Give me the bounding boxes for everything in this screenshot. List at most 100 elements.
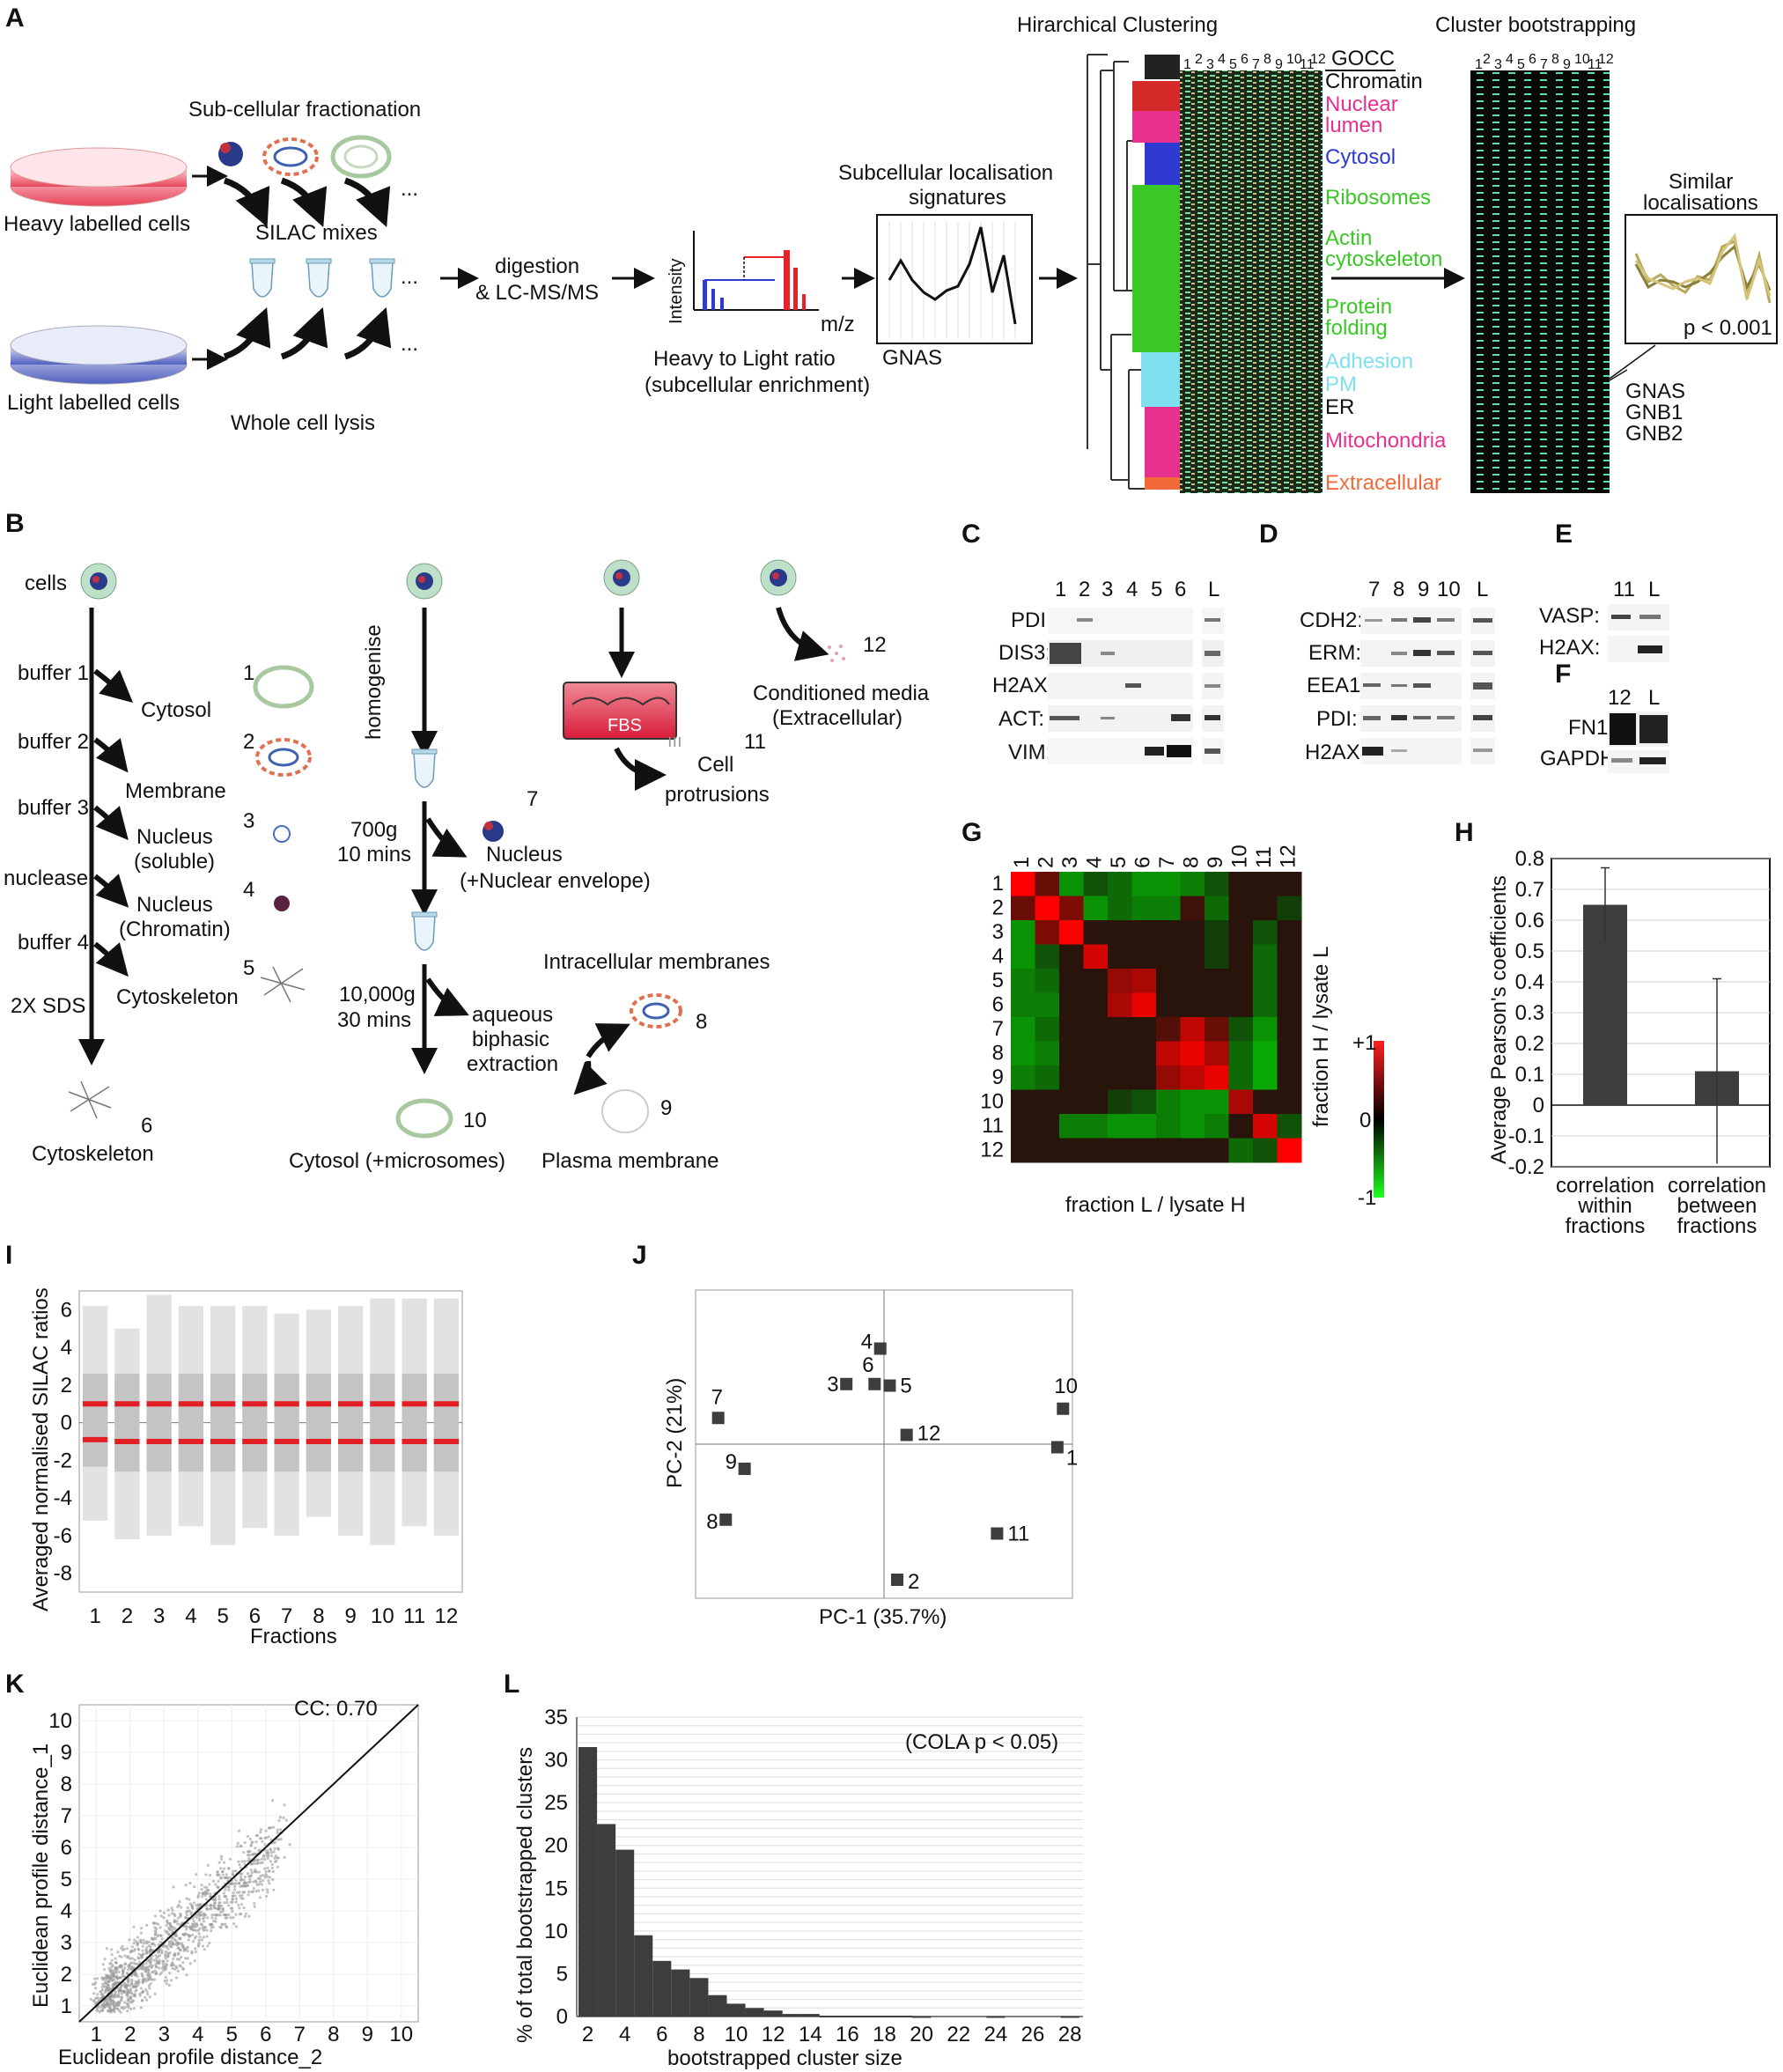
k-point bbox=[237, 1829, 241, 1832]
cluster-bootstrapping-title: Cluster bootstrapping bbox=[1435, 13, 1636, 37]
j-point bbox=[1057, 1402, 1070, 1415]
k-point bbox=[126, 1995, 129, 1998]
matrix-cell bbox=[1228, 1041, 1254, 1066]
k-point bbox=[234, 1882, 239, 1885]
j-point-label: 11 bbox=[1007, 1523, 1029, 1546]
k-point bbox=[172, 1885, 175, 1889]
curved-arrow bbox=[425, 817, 468, 858]
k-point bbox=[240, 1894, 244, 1898]
matrix-cell bbox=[1180, 1017, 1205, 1042]
fraction-number: 1 bbox=[243, 661, 254, 685]
k-point bbox=[153, 1992, 157, 1995]
panel-a: Heavy labelled cells Light labelled cell… bbox=[4, 13, 1778, 495]
h-category-label: correlation bbox=[1556, 1174, 1654, 1198]
k-point bbox=[255, 1883, 259, 1886]
matrix-cell bbox=[1228, 992, 1254, 1018]
k-point bbox=[213, 1901, 217, 1905]
k-point bbox=[109, 1962, 113, 1965]
k-point bbox=[110, 1958, 114, 1962]
k-point bbox=[176, 1922, 180, 1926]
k-point bbox=[92, 1992, 96, 1995]
gocc-label: folding bbox=[1325, 316, 1388, 340]
k-point bbox=[188, 1935, 191, 1938]
k-ytick: 5 bbox=[61, 1868, 72, 1891]
k-point bbox=[157, 1966, 161, 1970]
k-point bbox=[239, 1866, 242, 1869]
dendrogram bbox=[1087, 54, 1180, 490]
matrix-cell bbox=[1228, 872, 1254, 896]
k-point bbox=[200, 1887, 203, 1891]
k-point bbox=[208, 1883, 211, 1886]
k-point bbox=[158, 1972, 162, 1976]
blot-image bbox=[1360, 608, 1495, 764]
cytoskeleton-icon bbox=[260, 966, 306, 1003]
h-yticks: 0.80.70.60.50.40.30.20.10-0.1-0.2 bbox=[1508, 847, 1771, 1179]
matrix-cell bbox=[1253, 896, 1278, 921]
k-point bbox=[95, 1996, 99, 2000]
k-point bbox=[166, 1908, 170, 1912]
k-point bbox=[200, 1895, 204, 1899]
k-point bbox=[209, 1906, 212, 1910]
k-point bbox=[174, 1934, 179, 1937]
k-point bbox=[193, 1959, 196, 1963]
k-point bbox=[238, 1906, 241, 1910]
k-point bbox=[228, 1857, 232, 1861]
k-point bbox=[195, 1935, 198, 1938]
fraction-name: Membrane bbox=[125, 779, 226, 803]
lane-label: L bbox=[1648, 578, 1660, 601]
k-point bbox=[219, 1857, 224, 1861]
k-point bbox=[176, 1969, 180, 1973]
cell-icon bbox=[760, 559, 797, 596]
k-point bbox=[100, 1987, 105, 1992]
k-point bbox=[219, 1854, 224, 1858]
k-point bbox=[254, 1847, 257, 1850]
curved-arrow-4 bbox=[223, 306, 271, 360]
fraction-number: 9 bbox=[660, 1096, 672, 1120]
l-bar bbox=[708, 1995, 727, 2017]
protrusions-label: protrusions bbox=[665, 783, 770, 807]
matrix-cell bbox=[1131, 1138, 1157, 1163]
fraction-number: 7 bbox=[1252, 57, 1260, 72]
l-bar bbox=[837, 2016, 857, 2018]
matrix-cell bbox=[1108, 1041, 1132, 1066]
matrix-cell bbox=[1108, 872, 1132, 896]
k-point bbox=[239, 1912, 243, 1916]
k-point bbox=[171, 1942, 175, 1945]
k-xtick: 8 bbox=[328, 2023, 339, 2046]
matrix-cell bbox=[1253, 969, 1278, 993]
k-annotation: CC: 0.70 bbox=[294, 1697, 378, 1721]
l-ytick: 35 bbox=[544, 1706, 568, 1729]
matrix-cell bbox=[1108, 896, 1132, 921]
k-point bbox=[276, 1847, 280, 1850]
k-point bbox=[266, 1891, 269, 1894]
k-point bbox=[130, 1945, 134, 1949]
k-point bbox=[263, 1876, 267, 1879]
k-point bbox=[216, 1885, 219, 1889]
fraction-number: 11 bbox=[1588, 57, 1602, 72]
k-point bbox=[221, 1873, 225, 1877]
k-point bbox=[269, 1860, 272, 1863]
l-bar bbox=[671, 1969, 690, 2017]
matrix-column-label: 3 bbox=[1058, 857, 1082, 868]
k-point bbox=[198, 1919, 202, 1922]
plasma-membrane-icon bbox=[601, 1089, 649, 1133]
lcms-label: & LC-MS/MS bbox=[475, 281, 599, 305]
k-point bbox=[120, 1992, 123, 1995]
h-ytick: 0.4 bbox=[1515, 970, 1544, 994]
matrix-cell bbox=[1108, 1017, 1132, 1042]
lane-label: 4 bbox=[1126, 578, 1138, 601]
matrix-cell bbox=[1253, 920, 1278, 945]
matrix-cell bbox=[1156, 872, 1181, 896]
k-xtick: 6 bbox=[260, 2023, 271, 2046]
j-xlabel: PC-1 (35.7%) bbox=[819, 1605, 947, 1629]
k-point bbox=[144, 1998, 149, 2002]
k-point bbox=[154, 1965, 158, 1968]
fraction-number: 7 bbox=[1540, 57, 1548, 72]
l-annotation: (COLA p < 0.05) bbox=[905, 1730, 1058, 1754]
j-point bbox=[868, 1377, 881, 1390]
gocc-label: Nuclear bbox=[1325, 92, 1398, 116]
k-point bbox=[126, 1979, 130, 1983]
k-point bbox=[191, 1928, 195, 1932]
k-ytick: 9 bbox=[61, 1741, 72, 1765]
